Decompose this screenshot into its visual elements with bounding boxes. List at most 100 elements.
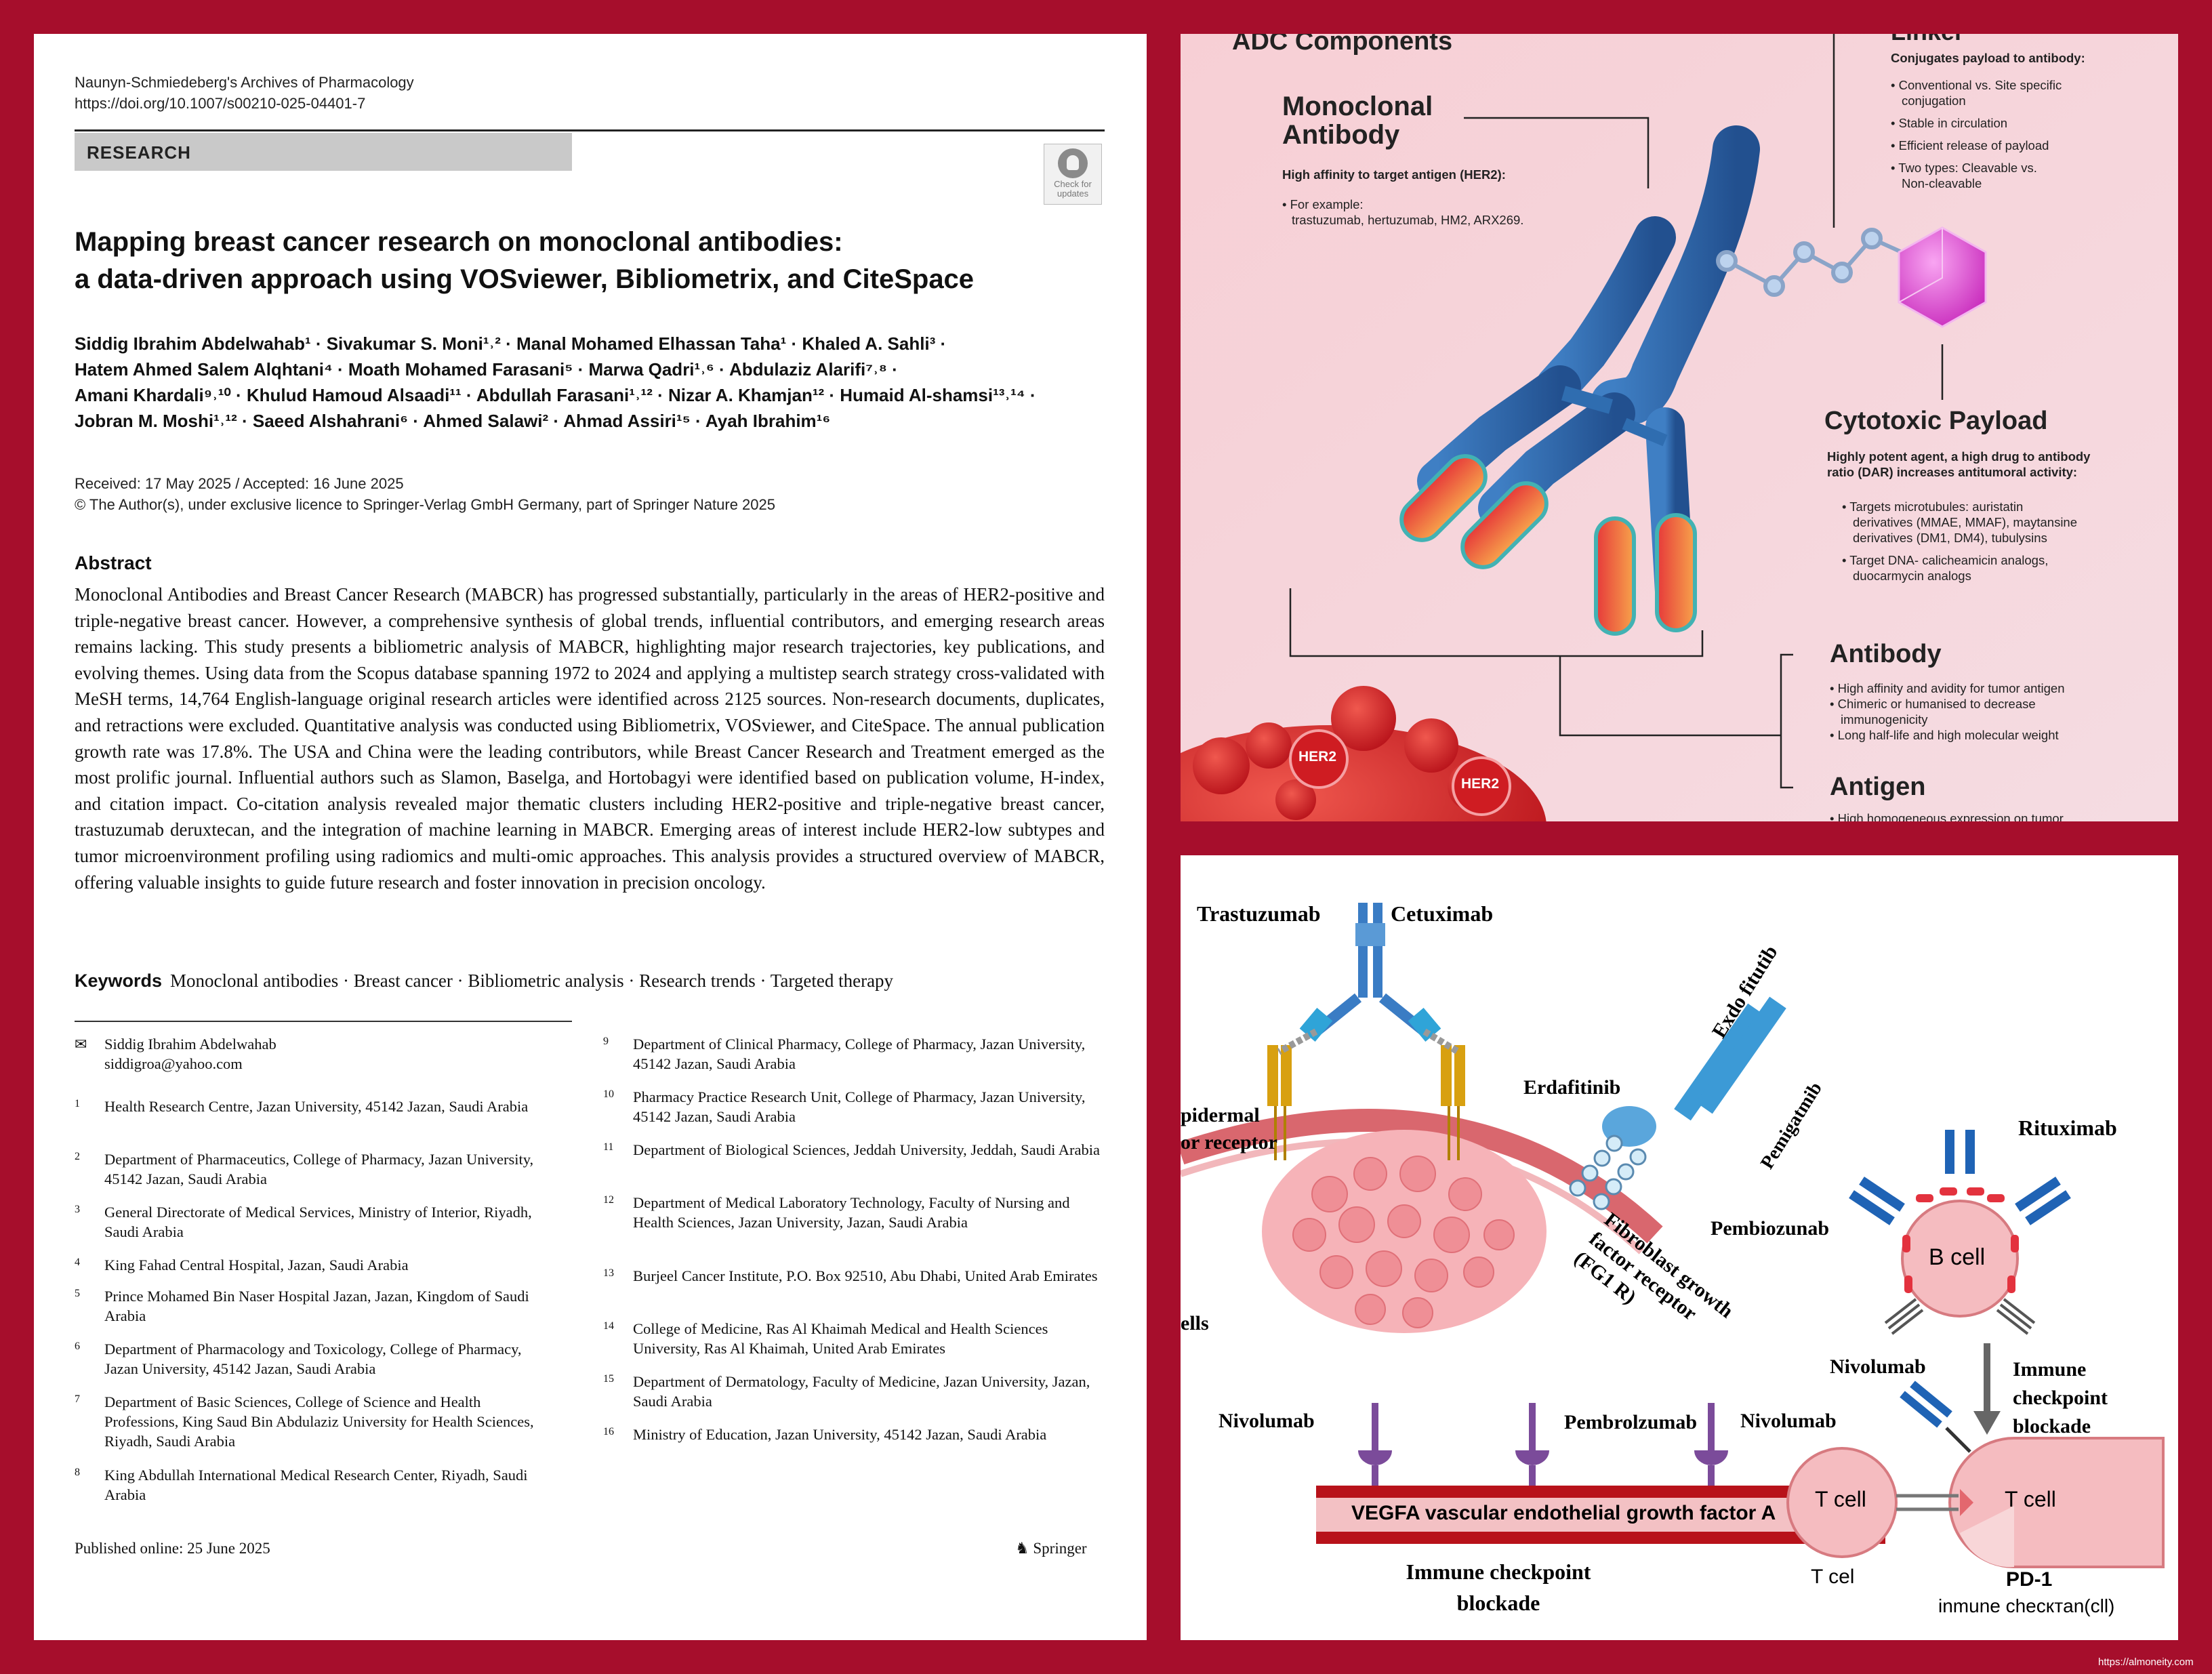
footnote-rule [75, 1021, 572, 1022]
nivolumab-right-label: Nivolumab [1830, 1355, 1926, 1378]
doi-link[interactable]: https://doi.org/10.1007/s00210-025-04401… [75, 95, 366, 112]
affiliation-item: 8 King Abdullah International Medical Res… [75, 1465, 535, 1505]
payload-bullets: • Targets microtubules: auristatin deriv… [1842, 499, 2078, 583]
mab-description: High affinity to target antigen (HER2): [1282, 167, 1506, 182]
author-list: Siddig Ibrahim Abdelwahab¹ · Sivakumar S… [75, 333, 1036, 431]
springer-horse-icon: ♞ [1015, 1540, 1029, 1557]
mab-illustration [1181, 903, 2165, 1568]
affiliation-item: 1 Health Research Centre, Jazan Universit… [75, 1097, 535, 1116]
her2-label-1: HER2 [1298, 749, 1337, 764]
affiliation-number: 8 [75, 1467, 80, 1478]
trastuzumab-cetuximab-antibody [1277, 903, 1460, 1055]
affiliation-number: 13 [603, 1267, 614, 1279]
affiliation-number: 5 [75, 1288, 80, 1299]
keywords-list: Monoclonal antibodies · Breast cancer · … [170, 971, 894, 991]
bookmark-icon [1058, 148, 1088, 178]
adc-heading: ADC Components [1232, 34, 1453, 56]
egfr-receptors [1267, 1045, 1465, 1160]
antibody-bullets: • High affinity and avidity for tumor an… [1830, 681, 2065, 742]
published-online: Published online: 25 June 2025 [75, 1540, 270, 1557]
affiliation-number: 6 [75, 1341, 80, 1352]
affiliation-item: 13 Burjeel Cancer Institute, P.O. Box 925… [603, 1266, 1105, 1286]
keywords-label: Keywords [75, 971, 163, 991]
tumor-cell [1181, 686, 1547, 821]
article-title: Mapping breast cancer research on monocl… [75, 227, 975, 294]
article-dates: Received: 17 May 2025 / Accepted: 16 Jun… [75, 473, 775, 515]
b-cell-with-rituximab [1849, 1130, 2071, 1335]
blood-vessel [1316, 1486, 1885, 1544]
trastuzumab-label: Trastuzumab [1197, 901, 1321, 926]
pembrolizumab-label: Pembrolzumab [1564, 1411, 1698, 1433]
erdafitinib-label: Erdafitinib [1523, 1076, 1621, 1099]
affiliation-number: 3 [75, 1204, 80, 1215]
mab-examples: • For example:trastuzumab, hertuzumab, H… [1282, 197, 1524, 227]
vegfa-label: VEGFA vascular endothelial growth factor… [1351, 1502, 1776, 1524]
journal-header: Naunyn-Schmiedeberg's Archives of Pharma… [75, 72, 414, 114]
affiliation-text: Burjeel Cancer Institute, P.O. Box 92510… [633, 1267, 1098, 1284]
affiliation-text: Department of Clinical Pharmacy, College… [633, 1036, 1086, 1072]
t-cell-label-1: T cell [1815, 1487, 1866, 1511]
affiliation-text: King Abdullah International Medical Rese… [104, 1467, 528, 1503]
pd1-antibodies [1358, 1403, 1728, 1486]
affiliation-number: 15 [603, 1373, 614, 1385]
affiliation-number: 1 [75, 1098, 80, 1109]
t-cells [1786, 1381, 2165, 1568]
header-rule [75, 129, 1105, 131]
linker-description: Conjugates payload to antibody: [1891, 51, 2085, 65]
affiliation-number: 4 [75, 1257, 80, 1268]
section-label: RESEARCH [87, 142, 191, 163]
affiliation-number: 11 [603, 1141, 614, 1153]
affiliation-item: 5 Prince Mohamed Bin Naser Hospital Jazan… [75, 1286, 535, 1326]
cells-label: ells [1181, 1312, 1209, 1334]
affiliation-text: Prince Mohamed Bin Naser Hospital Jazan,… [104, 1288, 529, 1324]
payload-description: Highly potent agent, a high drug to anti… [1827, 449, 2091, 479]
payload-title: Cytotoxic Payload [1824, 407, 2048, 435]
affiliation-text: Department of Biological Sciences, Jedda… [633, 1141, 1100, 1158]
t-cell-label-2: T cell [2005, 1487, 2056, 1511]
affiliation-text: Department of Dermatology, Faculty of Me… [633, 1373, 1090, 1410]
nivolumab-mid-label: Nivolumab [1740, 1410, 1837, 1432]
check-for-updates-badge[interactable]: Check for updates [1044, 144, 1102, 205]
t-cel-label: T cel [1811, 1566, 1855, 1588]
abstract-text: Monoclonal Antibodies and Breast Cancer … [75, 584, 1105, 893]
antibody-title: Antibody [1830, 640, 1942, 668]
affiliation-item: 12 Department of Medical Laboratory Techn… [603, 1193, 1105, 1232]
paper-page: Naunyn-Schmiedeberg's Archives of Pharma… [34, 34, 1147, 1640]
watermark: https://almoneity.com [2098, 1656, 2194, 1668]
affiliation-number: 14 [603, 1320, 614, 1332]
envelope-icon: ✉ [75, 1036, 87, 1053]
pd1-sub-label: inmune checктan(cll) [1938, 1595, 2115, 1616]
affiliation-number: 10 [603, 1088, 614, 1100]
affiliation-number: 12 [603, 1194, 614, 1206]
publisher-logo: ♞ Springer [1015, 1540, 1087, 1557]
pembiozunab-label: Pembiozunab [1711, 1217, 1830, 1240]
b-cell-label: B cell [1929, 1244, 1986, 1270]
affiliation-item: 9 Department of Clinical Pharmacy, Colleg… [603, 1034, 1105, 1074]
antigen-title: Antigen [1830, 773, 1926, 801]
affiliation-text: Department of Medical Laboratory Technol… [633, 1194, 1070, 1231]
copyright-line: © The Author(s), under exclusive licence… [75, 496, 775, 513]
affiliation-number: 9 [603, 1036, 609, 1047]
nivolumab-left-label: Nivolumab [1218, 1410, 1315, 1432]
pd1-label: PD-1 [2006, 1568, 2053, 1591]
corresponding-author: ✉ Siddig Ibrahim Abdelwahab siddigroa@ya… [75, 1034, 576, 1074]
section-bar: RESEARCH [75, 133, 572, 171]
journal-name: Naunyn-Schmiedeberg's Archives of Pharma… [75, 74, 414, 91]
affiliation-item: 15 Department of Dermatology, Faculty of … [603, 1372, 1105, 1411]
rituximab-label: Rituximab [2018, 1116, 2117, 1140]
affiliation-text: Health Research Centre, Jazan University… [104, 1098, 529, 1115]
linker-bullets: • Conventional vs. Site specific conjuga… [1891, 78, 2062, 190]
affiliation-text: Department of Pharmacology and Toxicolog… [104, 1341, 522, 1377]
corresponding-email[interactable]: siddigroa@yahoo.com [104, 1055, 243, 1072]
adc-illustration [1181, 34, 2178, 821]
